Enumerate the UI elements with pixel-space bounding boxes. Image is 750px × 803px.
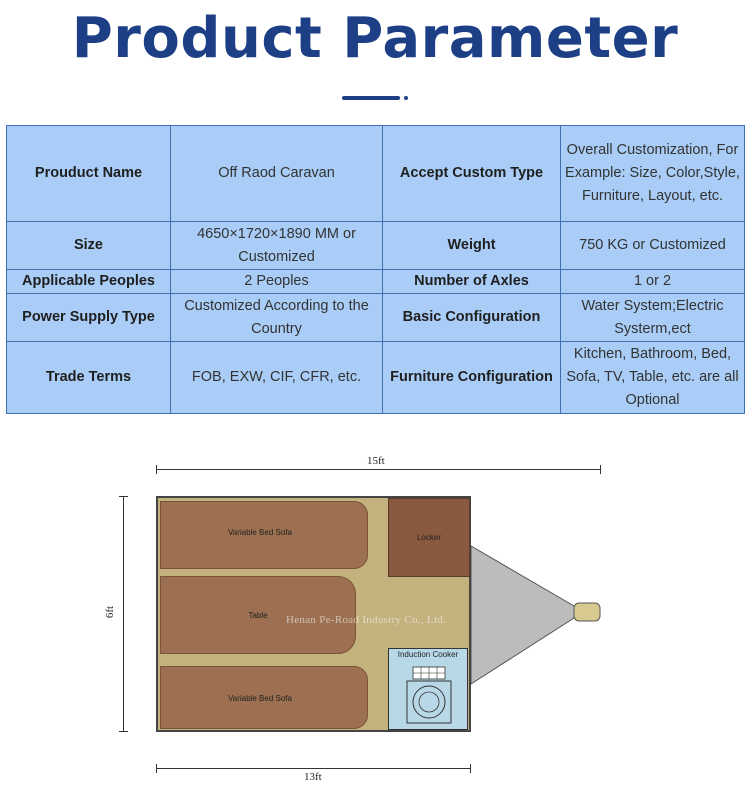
dim-tick bbox=[470, 764, 471, 773]
table-row: Power Supply Type Customized According t… bbox=[6, 293, 745, 342]
title-dot bbox=[404, 96, 408, 100]
param-value: Kitchen, Bathroom, Bed, Sofa, TV, Table,… bbox=[560, 341, 745, 414]
title-underline bbox=[342, 96, 400, 100]
dim-line-top bbox=[156, 469, 601, 470]
param-key: Weight bbox=[382, 221, 561, 270]
param-key: Size bbox=[6, 221, 171, 270]
table-row: Applicable Peoples 2 Peoples Number of A… bbox=[6, 269, 745, 294]
param-value: Customized According to the Country bbox=[170, 293, 383, 342]
dim-line-bottom bbox=[156, 768, 471, 769]
param-value: 2 Peoples bbox=[170, 269, 383, 294]
bed-sofa-bottom bbox=[160, 666, 368, 729]
param-key: Trade Terms bbox=[6, 341, 171, 414]
cooker-icon bbox=[406, 666, 452, 724]
hitch-drawing bbox=[470, 545, 601, 685]
param-value: 1 or 2 bbox=[560, 269, 745, 294]
dim-tick bbox=[119, 731, 128, 732]
param-key: Accept Custom Type bbox=[382, 125, 561, 222]
dim-line-left bbox=[123, 496, 124, 732]
table-label: Table bbox=[248, 611, 268, 620]
dim-label-bottom: 13ft bbox=[304, 771, 322, 783]
table-row: Trade Terms FOB, EXW, CIF, CFR, etc. Fur… bbox=[6, 341, 745, 414]
table-pad bbox=[160, 576, 356, 654]
locker bbox=[388, 498, 470, 577]
parameter-table: Prouduct Name Off Raod Caravan Accept Cu… bbox=[6, 125, 745, 414]
bed-sofa-top bbox=[160, 501, 368, 569]
dim-label-top: 15ft bbox=[367, 455, 385, 467]
param-value: Water System;Electric Systerm,ect bbox=[560, 293, 745, 342]
locker-label: Locker bbox=[416, 533, 441, 542]
page-title: Product Parameter bbox=[71, 6, 679, 71]
watermark-text: Henan Pe-Road Industry Co., Ltd. bbox=[286, 614, 447, 626]
dim-label-left: 6ft bbox=[104, 605, 117, 619]
param-value: Overall Customization, For Example: Size… bbox=[560, 125, 745, 222]
dim-tick bbox=[119, 496, 128, 497]
param-value: FOB, EXW, CIF, CFR, etc. bbox=[170, 341, 383, 414]
dim-tick bbox=[156, 764, 157, 773]
table-row: Prouduct Name Off Raod Caravan Accept Cu… bbox=[6, 125, 745, 222]
dim-tick bbox=[156, 465, 157, 474]
bed-sofa-bottom-label: Variable Bed Sofa bbox=[228, 694, 292, 703]
dim-tick bbox=[600, 465, 601, 474]
param-value: 750 KG or Customized bbox=[560, 221, 745, 270]
param-key: Prouduct Name bbox=[6, 125, 171, 222]
induction-cooker bbox=[388, 648, 468, 730]
cooker-label: Induction Cooker bbox=[397, 650, 459, 659]
bed-sofa-top-label: Variable Bed Sofa bbox=[228, 528, 292, 537]
